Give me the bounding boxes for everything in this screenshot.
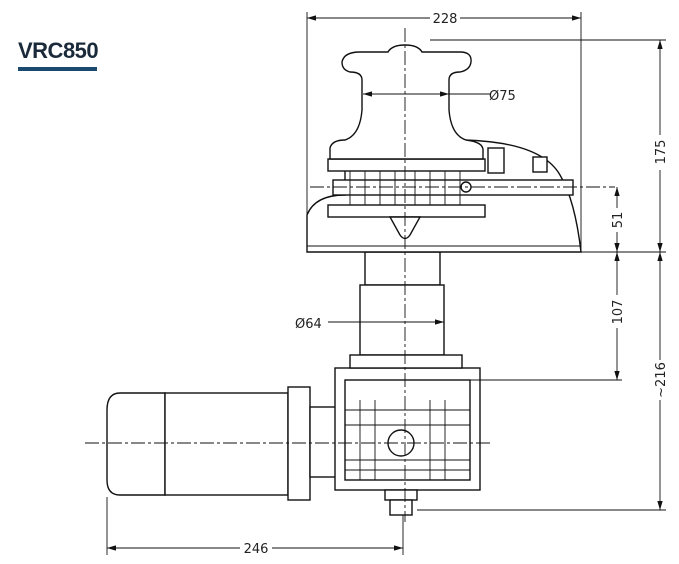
extension-lines: [106, 12, 666, 555]
dim-216: ~216: [654, 362, 669, 398]
dimension-lines: [107, 15, 663, 551]
title-underline: [18, 67, 97, 71]
dim-shaft-diameter: Ø64: [295, 317, 322, 332]
dim-175: 175: [654, 140, 669, 165]
gearbox: [334, 367, 481, 516]
dim-51: 51: [611, 212, 626, 229]
motor: [106, 386, 337, 501]
gypsy: [327, 158, 574, 240]
dim-107: 107: [611, 300, 626, 325]
warping-drum: [329, 44, 484, 160]
dim-drum-diameter: Ø75: [489, 89, 516, 104]
model-title: VRC850: [18, 38, 99, 63]
dim-246: 246: [244, 542, 269, 557]
deck-housing: [306, 139, 582, 253]
dim-228: 228: [433, 12, 458, 27]
shaft-column: [349, 251, 463, 369]
